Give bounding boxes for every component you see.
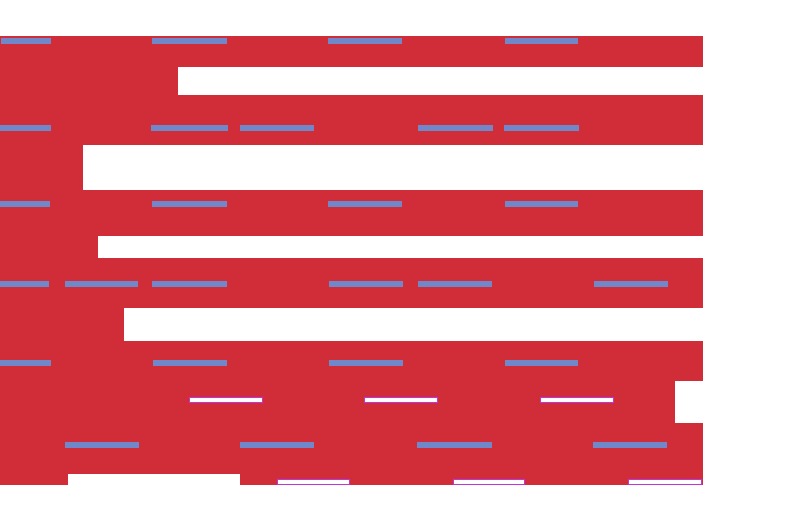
blue-link-bar[interactable] <box>329 281 403 287</box>
blue-link-bar[interactable] <box>65 281 138 287</box>
blue-link-bar[interactable] <box>505 201 578 207</box>
blue-link-bar[interactable] <box>151 125 228 131</box>
red-text-band <box>0 145 83 190</box>
blue-link-bar[interactable] <box>593 442 667 448</box>
magenta-outlined-bar[interactable] <box>540 397 614 403</box>
blue-link-bar[interactable] <box>328 38 402 44</box>
blue-link-bar[interactable] <box>417 442 492 448</box>
red-text-band <box>0 236 98 258</box>
blue-link-bar[interactable] <box>240 442 314 448</box>
blue-link-bar[interactable] <box>504 125 579 131</box>
red-text-band <box>0 308 124 341</box>
white-notch <box>675 381 703 423</box>
blue-link-bar[interactable] <box>505 360 578 366</box>
blue-link-bar[interactable] <box>0 281 49 287</box>
magenta-outlined-bar[interactable] <box>364 397 438 403</box>
blue-link-bar[interactable] <box>418 125 493 131</box>
blue-link-bar[interactable] <box>65 442 139 448</box>
blue-link-bar[interactable] <box>0 360 51 366</box>
blue-link-bar[interactable] <box>240 125 314 131</box>
red-text-band <box>0 95 703 145</box>
magenta-outlined-bar[interactable] <box>277 479 350 485</box>
blue-link-bar[interactable] <box>505 38 578 44</box>
blue-link-bar[interactable] <box>418 281 492 287</box>
blue-link-bar[interactable] <box>594 281 668 287</box>
blue-link-bar[interactable] <box>0 125 51 131</box>
magenta-outlined-bar[interactable] <box>628 479 702 485</box>
blue-link-bar[interactable] <box>328 201 402 207</box>
blue-link-bar[interactable] <box>152 201 227 207</box>
magenta-outlined-bar[interactable] <box>189 397 263 403</box>
white-notch <box>68 474 240 485</box>
blue-link-bar[interactable] <box>329 360 403 366</box>
blue-link-bar[interactable] <box>0 201 50 207</box>
blue-link-bar[interactable] <box>1 38 51 44</box>
blue-link-bar[interactable] <box>152 38 227 44</box>
blue-link-bar[interactable] <box>152 281 227 287</box>
blue-link-bar[interactable] <box>153 360 227 366</box>
red-text-band <box>0 190 703 236</box>
red-text-band <box>0 67 178 95</box>
magenta-outlined-bar[interactable] <box>453 479 525 485</box>
